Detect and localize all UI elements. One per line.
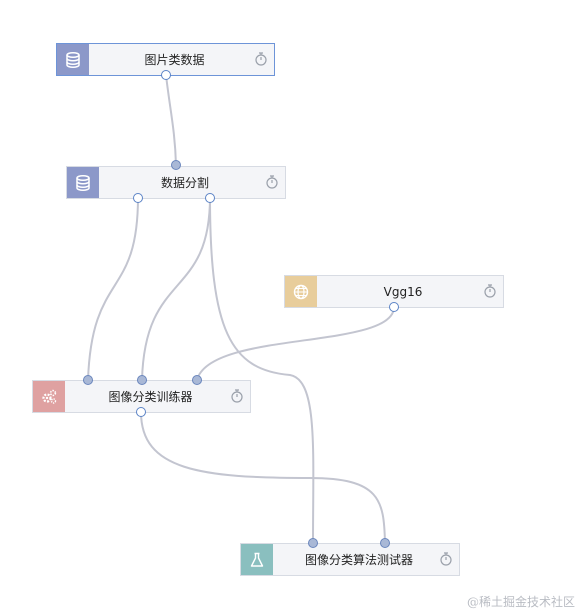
edge-split-to-tester[interactable]	[209, 196, 315, 544]
node-label: 图像分类训练器	[108, 390, 193, 404]
edge-split-to-trainer-2[interactable]	[141, 196, 211, 381]
node-label: 数据分割	[160, 176, 209, 190]
node-label: 图片类数据	[144, 53, 205, 67]
output-port[interactable]	[161, 70, 171, 80]
node-label: Vgg16	[383, 284, 423, 299]
edge-split-to-trainer-1[interactable]	[87, 196, 139, 381]
database-icon	[76, 174, 90, 191]
node-icon-box	[67, 167, 99, 198]
timer-icon[interactable]	[254, 51, 268, 67]
node-icon-box	[33, 381, 65, 412]
input-port[interactable]	[308, 538, 318, 548]
timer-icon[interactable]	[230, 388, 244, 404]
timer-icon[interactable]	[483, 283, 497, 299]
edge-vgg-to-trainer[interactable]	[196, 306, 395, 381]
gears-icon	[42, 389, 57, 404]
input-port[interactable]	[83, 375, 93, 385]
watermark: @稀土掘金技术社区	[466, 595, 575, 609]
output-port[interactable]	[133, 193, 143, 203]
globe-icon	[293, 284, 309, 299]
timer-icon[interactable]	[265, 174, 279, 190]
node-icon-box	[57, 44, 89, 75]
node-icon-box	[241, 544, 273, 575]
flask-icon	[250, 552, 264, 567]
database-icon	[66, 51, 80, 68]
edge-trainer-to-tester[interactable]	[140, 411, 386, 544]
node-data-split[interactable]: 数据分割	[66, 166, 286, 199]
node-image-classifier-tester[interactable]: 图像分类算法测试器	[240, 543, 460, 576]
input-port[interactable]	[380, 538, 390, 548]
node-label: 图像分类算法测试器	[304, 553, 413, 567]
output-port[interactable]	[205, 193, 215, 203]
output-port[interactable]	[136, 407, 146, 417]
timer-icon[interactable]	[439, 551, 453, 567]
input-port[interactable]	[192, 375, 202, 385]
input-port[interactable]	[171, 160, 181, 170]
output-port[interactable]	[389, 302, 399, 312]
edge-data-to-split[interactable]	[165, 74, 177, 166]
node-icon-box	[285, 276, 317, 307]
input-port[interactable]	[137, 375, 147, 385]
